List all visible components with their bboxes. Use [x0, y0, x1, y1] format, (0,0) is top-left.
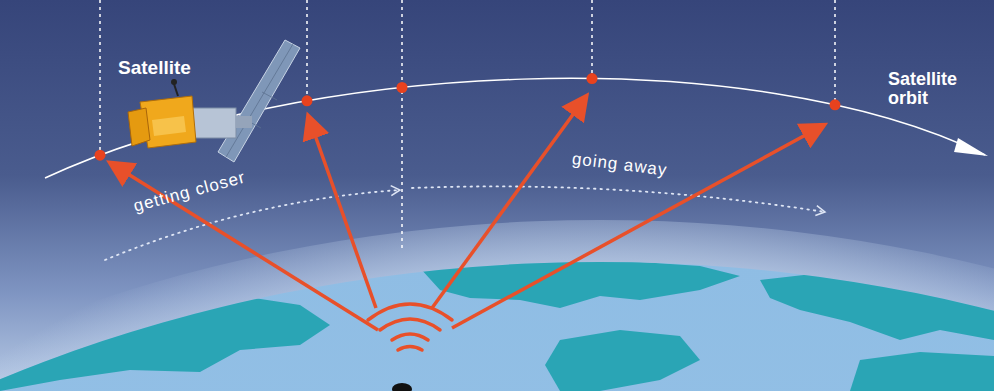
motion-label: getting closer — [132, 169, 248, 216]
position-dot — [95, 150, 106, 161]
position-dot — [301, 95, 312, 106]
satellite-label: Satellite — [118, 58, 191, 78]
orbit-label: Satellite orbit — [888, 70, 988, 108]
motion-label: going away — [571, 150, 668, 179]
position-dot — [586, 73, 597, 84]
position-dot — [829, 99, 840, 110]
position-dot — [397, 82, 408, 93]
